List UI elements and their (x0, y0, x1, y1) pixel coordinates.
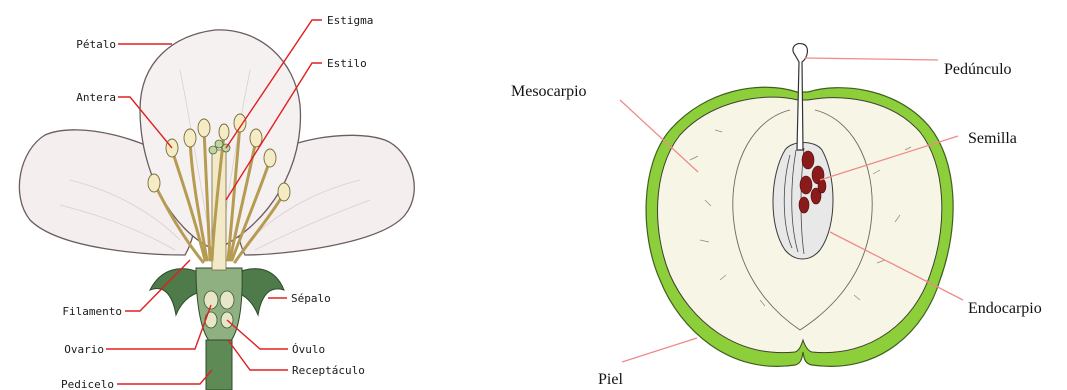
label-mesocarpio: Mesocarpio (511, 83, 587, 100)
label-semilla: Semilla (968, 130, 1017, 147)
label-antera: Antera (76, 91, 116, 104)
apple-illustration (646, 44, 953, 367)
label-estilo: Estilo (327, 57, 367, 70)
label-ovario: Ovario (64, 343, 104, 356)
leader-pedicelo (117, 370, 212, 384)
leader-receptaculo (228, 340, 288, 370)
leader-piel (622, 338, 697, 362)
flower-illustration (19, 30, 414, 390)
label-filamento: Filamento (62, 305, 122, 318)
label-pedunculo: Pedúnculo (944, 61, 1012, 78)
ovary-body (196, 268, 242, 342)
label-petalo: Pétalo (76, 38, 116, 51)
label-pedicelo: Pedicelo (61, 378, 114, 390)
label-ovulo: Óvulo (292, 343, 325, 356)
label-endocarpio: Endocarpio (968, 300, 1042, 317)
label-estigma: Estigma (327, 14, 373, 27)
label-piel: Piel (598, 371, 623, 388)
label-receptaculo: Receptáculo (292, 364, 365, 377)
leader-pedunculo (805, 58, 938, 60)
label-sepalo: Sépalo (291, 292, 331, 305)
pedicel-stem (206, 340, 232, 390)
